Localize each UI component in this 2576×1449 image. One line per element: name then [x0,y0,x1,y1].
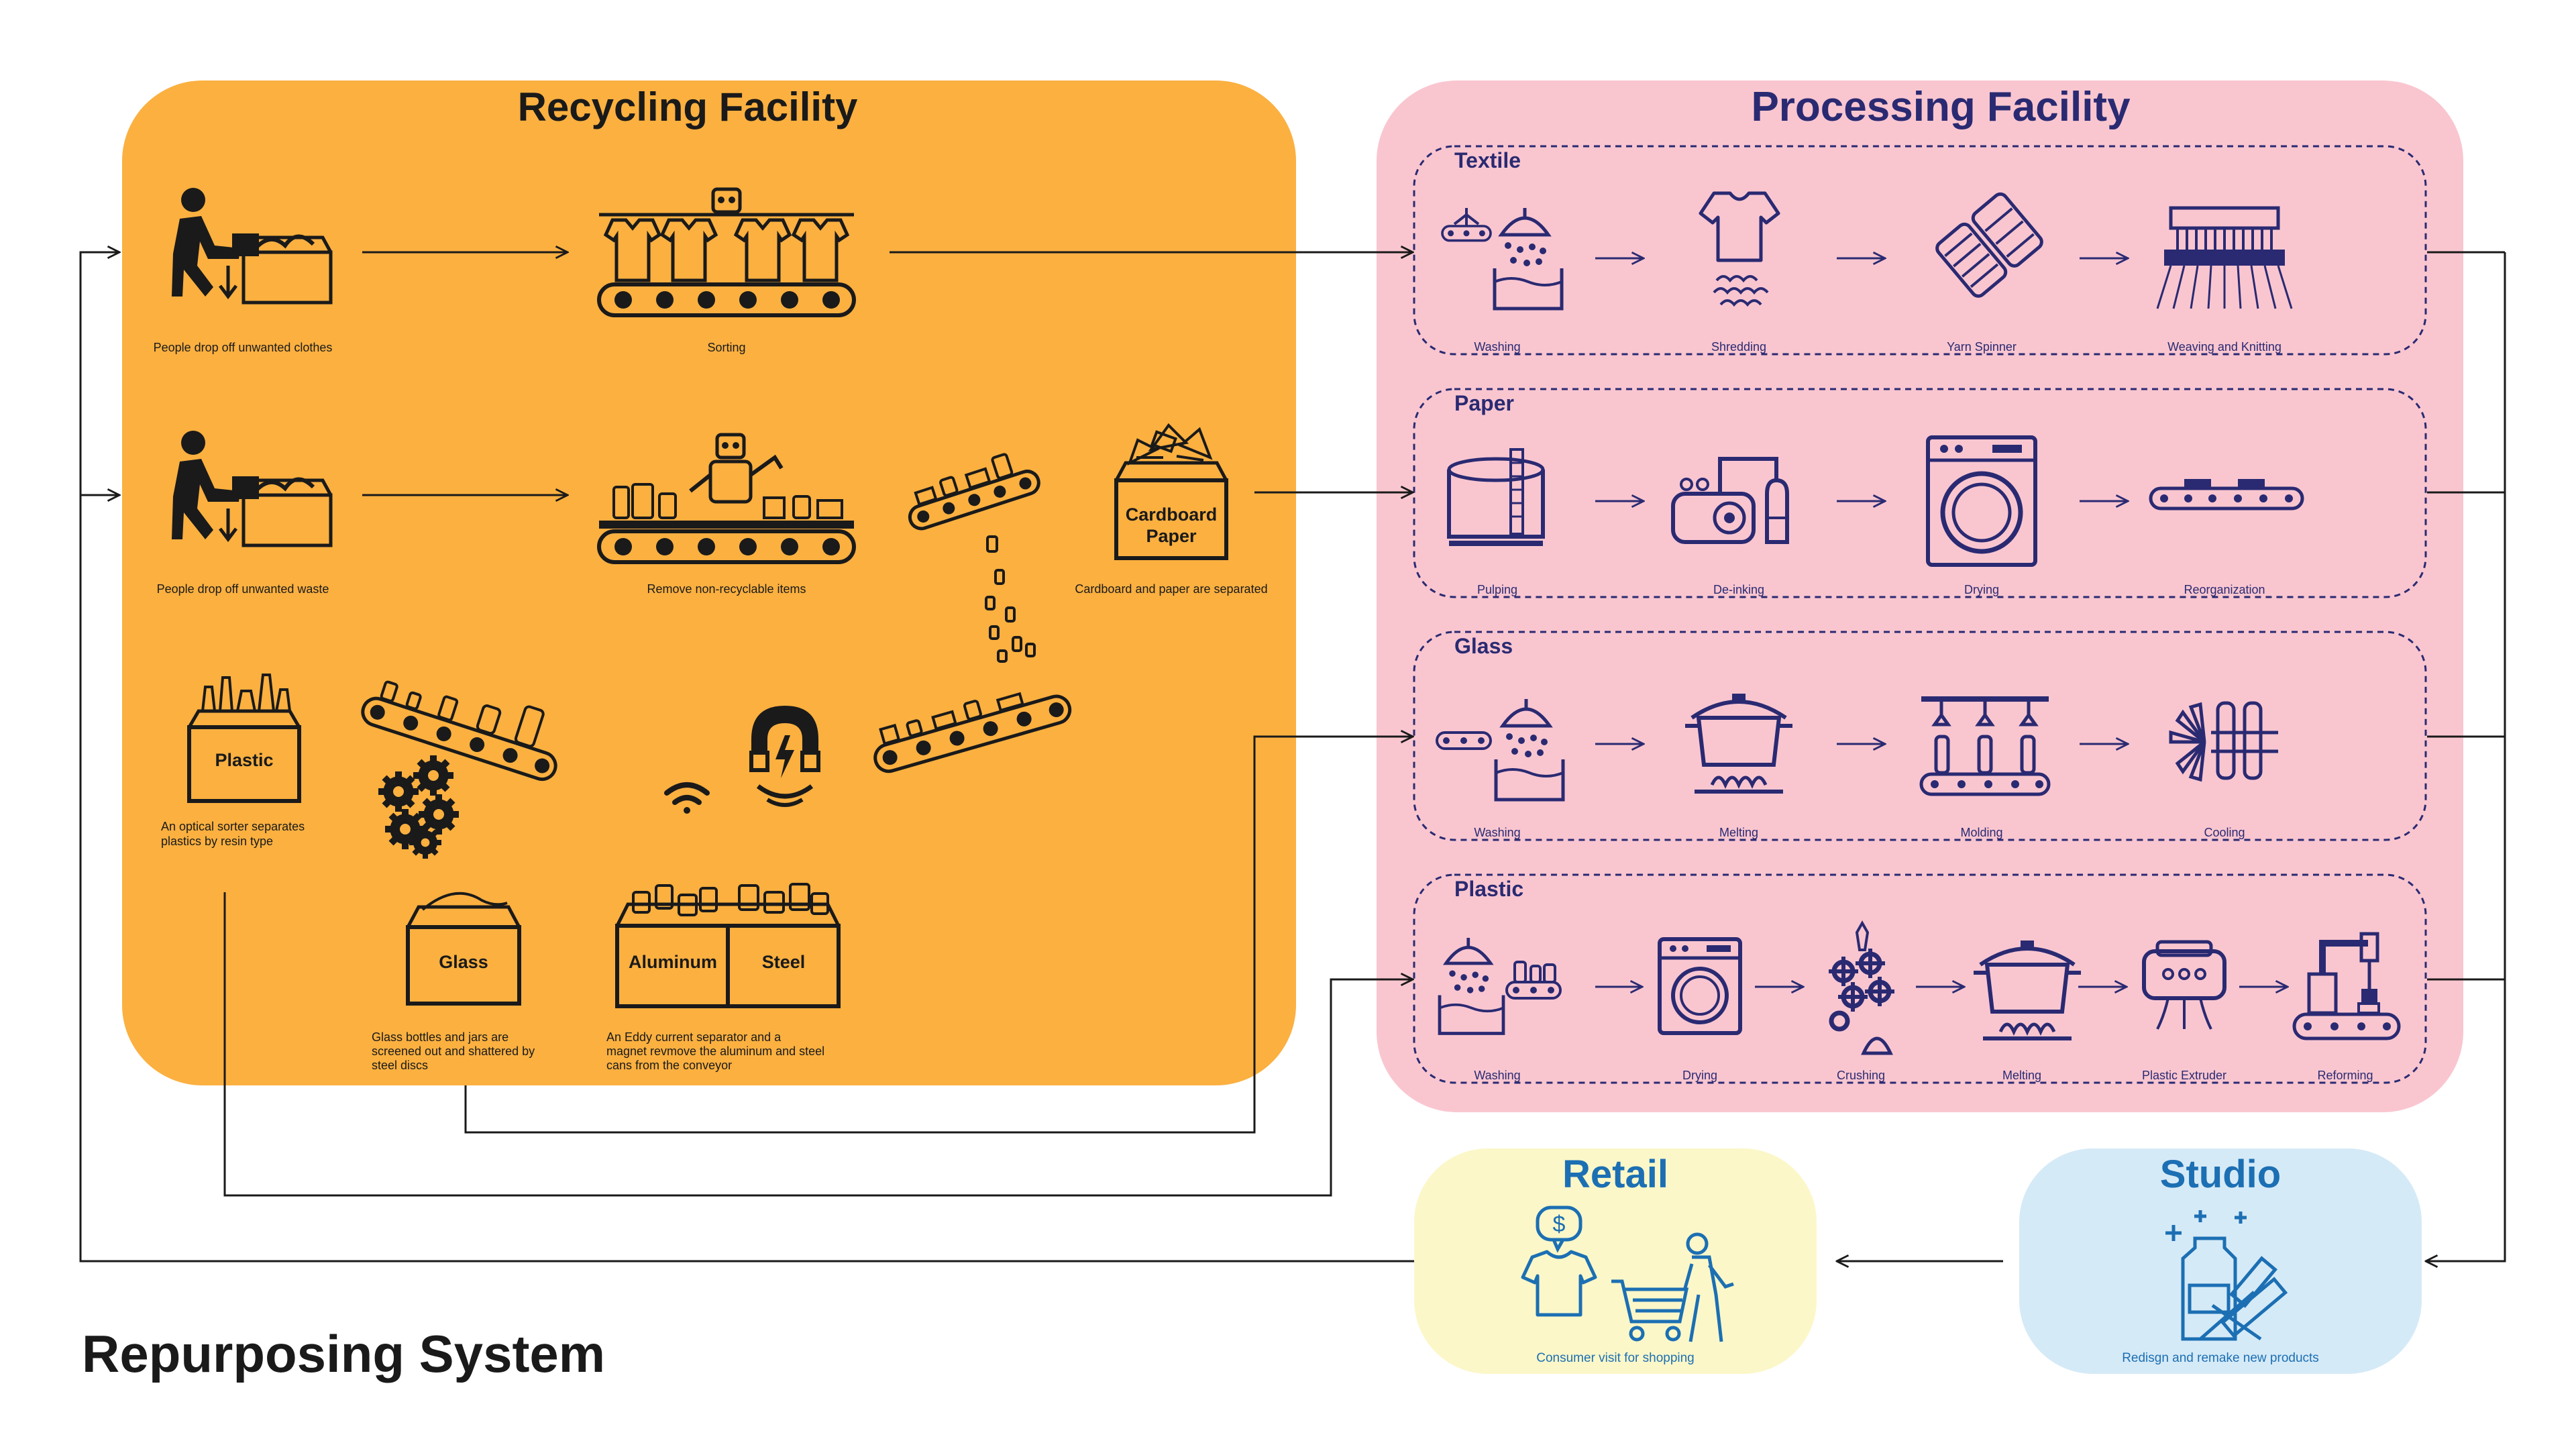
caption-cardboard: Cardboard and paper are separated [1075,582,1267,596]
cardboard-label-1: Cardboard [1126,504,1218,525]
cardboard-box-icon [1114,423,1228,560]
caption-eddy-2: magnet revmove the aluminum and steel [606,1044,824,1058]
step-textile-washing: Washing [1474,340,1520,354]
step-glass-melting: Melting [1719,826,1758,839]
yarn-spool-icon [1935,192,2043,298]
step-plastic-extruder: Plastic Extruder [2142,1069,2226,1082]
retail-caption: Consumer visit for shopping [1536,1351,1695,1365]
glass-bin-label: Glass [439,952,488,972]
caption-drop-clothes: People drop off unwanted clothes [154,341,333,354]
steel-label: Steel [762,952,806,972]
wifi-signal-icon [664,782,710,814]
step-glass-cooling: Cooling [2204,826,2245,839]
loom-icon [2156,206,2293,309]
redesign-tools-icon [2165,1210,2288,1341]
tshirt-icon [1699,191,1780,307]
row-label-plastic: Plastic [1454,877,1523,901]
arrow-plastic-to-plasticrow [223,892,1413,1197]
step-textile-yarn: Yarn Spinner [1947,340,2017,354]
plastic-washing-icon [1440,938,1562,1034]
row-paper [1413,388,2427,598]
svg-text:$: $ [1553,1212,1566,1237]
plastic-bin-icon [187,674,301,803]
recycling-title: Recycling Facility [518,85,858,129]
step-plastic-reforming: Reforming [2317,1069,2373,1082]
retail-title: Retail [1562,1152,1668,1196]
row-label-paper: Paper [1454,391,1514,415]
row-textile [1413,145,2427,356]
step-paper-deinking: De-inking [1713,583,1764,596]
step-paper-reorg: Reorganization [2184,583,2265,596]
row-label-textile: Textile [1454,148,1521,172]
retail-panel [1414,1148,1817,1374]
step-glass-washing: Washing [1474,826,1520,839]
step-plastic-crushing: Crushing [1837,1069,1885,1082]
extruder-icon [2142,940,2226,1030]
caption-optical-1: An optical sorter separates [161,820,305,833]
incline-conveyor-top-icon [908,453,1040,531]
remove-items-conveyor-icon [599,433,854,562]
pulping-tank-icon [1447,448,1545,546]
caption-glass-2: screened out and shattered by [372,1044,535,1058]
drying-washer-icon [1926,435,2037,567]
caption-eddy-3: cans from the conveyor [606,1059,732,1072]
step-paper-drying: Drying [1964,583,1999,596]
caption-glass-3: steel discs [372,1059,428,1072]
aluminum-label: Aluminum [629,952,717,972]
arrow-retail-loop [79,252,1414,1263]
step-plastic-drying: Drying [1682,1069,1717,1082]
robot-arm-icon [2292,932,2401,1040]
shopping-icon: $ [1521,1205,1734,1342]
cardboard-label-2: Paper [1146,526,1197,546]
row-glass [1413,631,2427,841]
reorganization-conveyor-icon [2149,479,2304,511]
processing-title: Processing Facility [1751,84,2131,130]
row-plastic [1413,873,2427,1084]
sorting-conveyor-icon [599,187,854,315]
studio-caption: Redisgn and remake new products [2122,1351,2319,1365]
molding-machine-icon [1919,696,2051,796]
step-plastic-washing: Washing [1474,1069,1520,1082]
falling-items-icon [985,535,1036,663]
studio-title: Studio [2160,1152,2281,1196]
aluminum-steel-bin-icon [615,883,841,1008]
row-label-glass: Glass [1454,634,1513,658]
magnet-icon [749,706,820,807]
page-title: Repurposing System [82,1324,605,1383]
arrow-glass-to-glassrow [464,737,1413,1134]
cooling-fan-icon [2169,701,2278,782]
step-paper-pulping: Pulping [1477,583,1517,596]
cans-incline-conveyor-icon [873,692,1072,773]
caption-eddy-1: An Eddy current separator and a [606,1030,782,1044]
glass-bin-icon [406,892,521,1006]
caption-drop-waste: People drop off unwanted waste [157,582,329,596]
step-textile-weaving: Weaving and Knitting [2167,340,2282,354]
plastic-bin-label: Plastic [215,750,273,770]
crushing-gears-icon [1829,920,1894,1055]
glass-incline-conveyor-icon [361,680,557,782]
caption-glass-1: Glass bottles and jars are [372,1030,508,1044]
step-plastic-melting: Melting [2002,1069,2041,1082]
step-textile-shredding: Shredding [1711,340,1766,354]
processing-panel [1377,80,2463,1112]
step-glass-molding: Molding [1960,826,2002,839]
deinking-machine-icon [1671,457,1789,544]
caption-remove: Remove non-recyclable items [647,582,806,596]
caption-sorting: Sorting [707,341,745,354]
studio-panel [2019,1148,2422,1374]
arrow-collector-to-studio [2426,252,2506,1261]
washing-icon [1441,208,1562,309]
caption-optical-2: plastics by resin type [161,835,273,848]
